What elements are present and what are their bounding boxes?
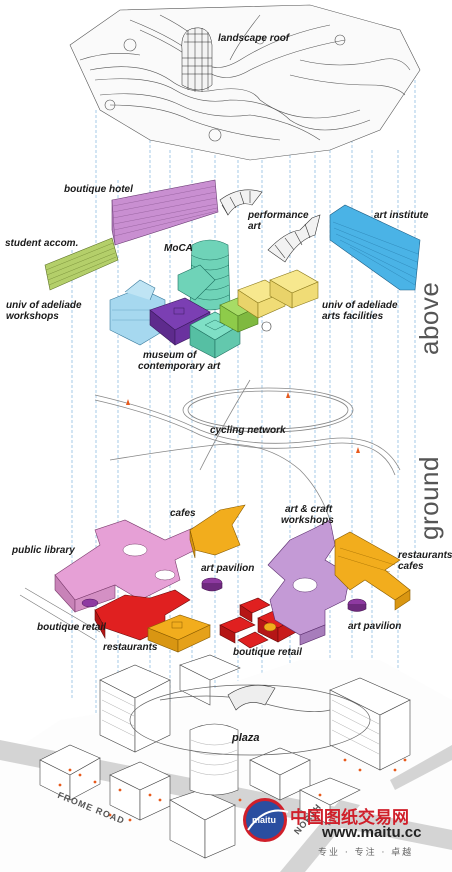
label-museum-line2: contemporary art xyxy=(138,361,221,372)
ground-guide-lines xyxy=(19,587,101,641)
side-label-above: above xyxy=(414,281,444,355)
restaurants-block xyxy=(147,614,211,653)
plaza-canopy xyxy=(227,684,276,711)
art-institute-building xyxy=(329,204,421,291)
label-student-accom: student accom. xyxy=(5,238,79,249)
boutique-retail-left xyxy=(81,589,191,641)
label-art-institute: art institute xyxy=(374,210,429,221)
label-univ-workshops-line2: workshops xyxy=(6,311,59,322)
label-restaurants-cafes-line2: cafes xyxy=(398,561,424,572)
base-plan xyxy=(0,654,452,872)
cafes-building xyxy=(189,504,246,559)
label-boutique-retail-center: boutique retail xyxy=(233,647,302,658)
label-restaurants-cafes-line1: restaurants xyxy=(398,550,452,561)
label-moca: MoCA xyxy=(164,243,193,254)
label-cycling-network: cycling network xyxy=(210,425,286,436)
landscape-roof xyxy=(69,4,421,161)
alignment-lines xyxy=(71,60,416,830)
label-museum-line1: museum of xyxy=(143,350,197,361)
watermark-site-name: 中国图纸交易网 xyxy=(290,808,409,828)
label-univ-workshops-line1: univ of adeliade xyxy=(6,300,82,311)
label-cafes: cafes xyxy=(170,508,196,519)
label-art-pavilion-left: art pavilion xyxy=(201,563,255,574)
label-performance-art-line1: performance xyxy=(248,210,309,221)
label-art-craft-line2: workshops xyxy=(281,515,334,526)
univ-arts-facilities xyxy=(237,269,319,319)
label-art-craft-line1: art & craft xyxy=(285,504,333,515)
art-pavilion-right xyxy=(347,598,367,612)
restaurants-cafes-building xyxy=(334,531,411,611)
univ-workshops-building xyxy=(109,279,166,346)
cycling-network xyxy=(94,379,401,521)
label-plaza: plaza xyxy=(232,732,260,744)
label-univ-arts-line2: arts facilities xyxy=(322,311,384,322)
label-boutique-hotel: boutique hotel xyxy=(64,184,133,195)
maitu-logo xyxy=(243,798,289,842)
label-boutique-retail-left: boutique retail xyxy=(37,622,106,633)
moca-tower xyxy=(177,239,231,311)
roof-tower xyxy=(181,27,213,92)
label-landscape-roof: landscape roof xyxy=(218,33,290,44)
cycling-markers xyxy=(126,392,360,453)
watermark-tagline: 专业 · 专注 · 卓越 xyxy=(318,848,414,858)
label-art-pavilion-right: art pavilion xyxy=(348,621,402,632)
student-accommodation-building xyxy=(44,237,119,291)
side-label-ground: ground xyxy=(414,456,444,540)
label-restaurants: restaurants xyxy=(103,642,158,653)
watermark-logo-text: maitu xyxy=(252,815,277,825)
boutique-hotel-building xyxy=(111,179,219,246)
art-pavilion-left xyxy=(201,577,223,592)
label-performance-art-line2: art xyxy=(248,221,261,232)
label-public-library: public library xyxy=(12,545,75,556)
label-univ-arts-line1: univ of adeliade xyxy=(322,300,398,311)
performance-art-structures xyxy=(219,189,321,263)
watermark-url: www.maitu.cc xyxy=(322,824,422,841)
art-craft-workshops xyxy=(267,519,351,646)
